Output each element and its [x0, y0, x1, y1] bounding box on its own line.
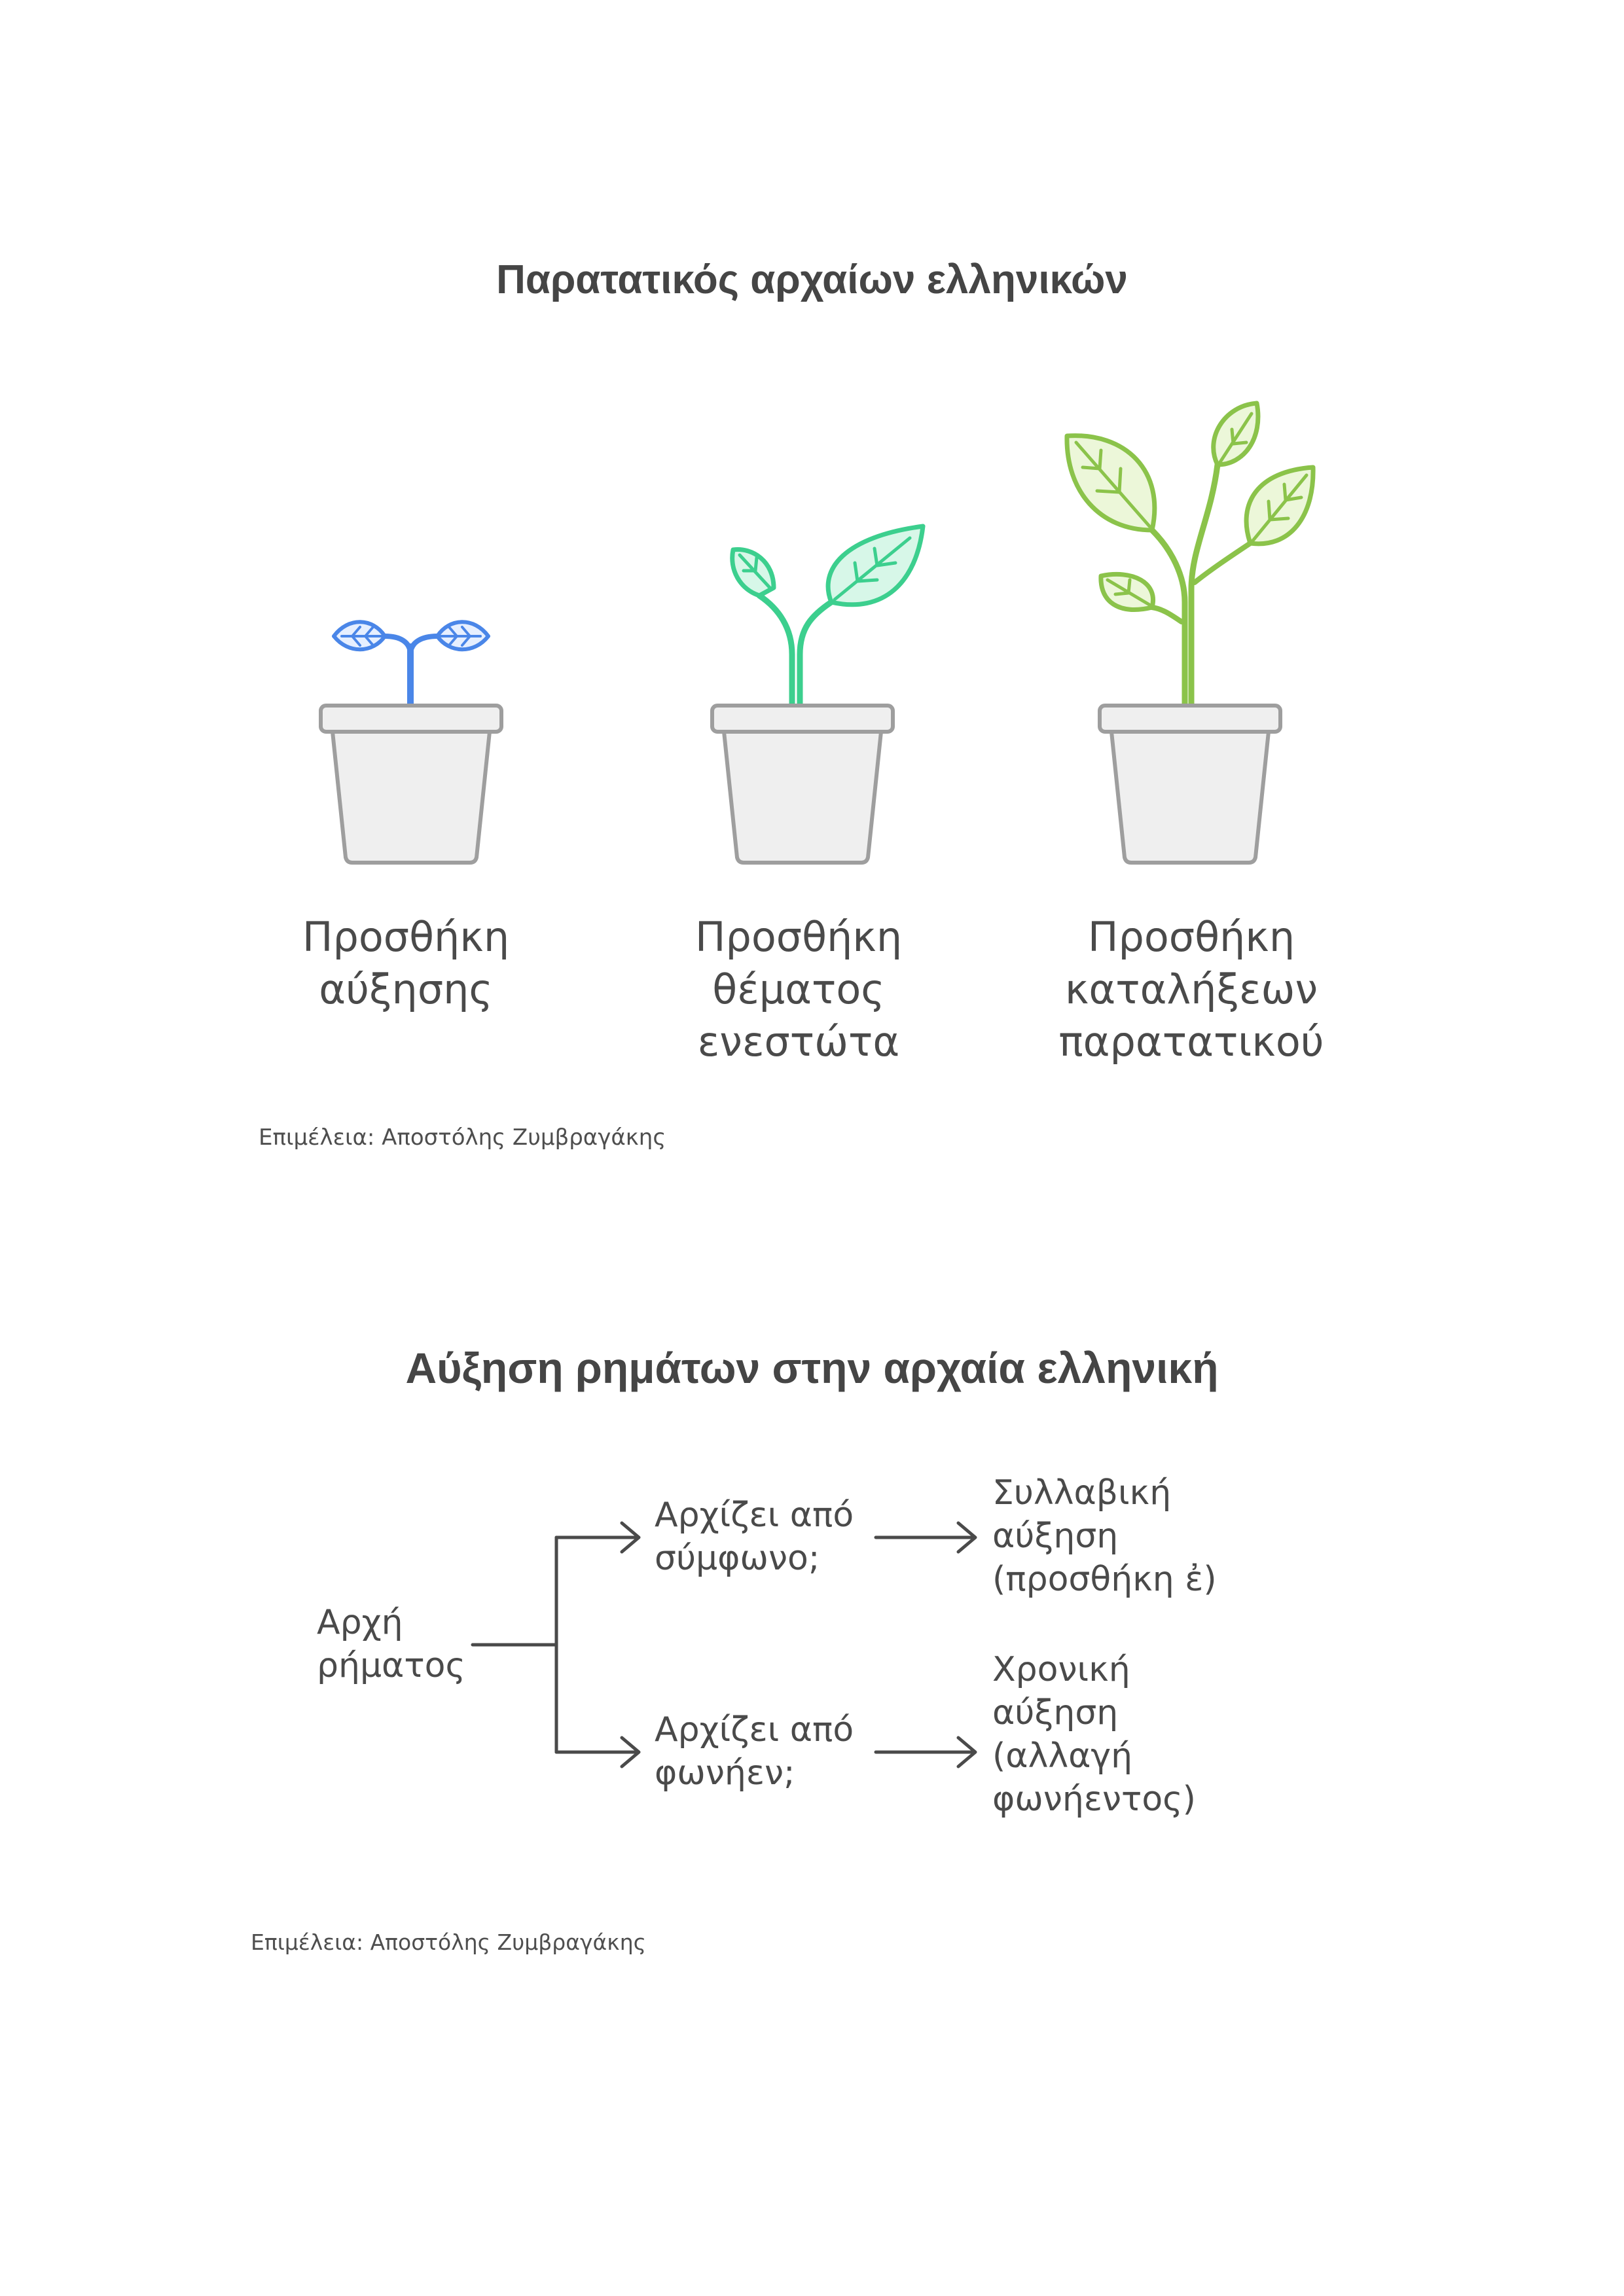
question2-line2: φωνήεν; [655, 1753, 795, 1793]
root-line1: Αρχή [317, 1603, 403, 1642]
result-temporal-node: Χρονική αύξηση (αλλαγή φωνήεντος) [992, 1648, 1196, 1821]
step1-line2: αύξησης [319, 965, 493, 1013]
section2-title: Αύξηση ρημάτων στην αρχαία ελληνική [405, 1344, 1219, 1392]
step3-line3: παρατατικού [1058, 1018, 1324, 1066]
step-caption-endings: Προσθήκη καταλήξεων παρατατικού [1034, 911, 1348, 1068]
question-consonant-node: Αρχίζει από σύμφωνο; [655, 1494, 854, 1580]
result1-line1: Συλλαβική [992, 1473, 1172, 1513]
step2-line2: θέματος [712, 965, 885, 1013]
sprout-pot-icon [710, 524, 926, 865]
branch-arrow-consonant [554, 1521, 641, 1554]
root-node: Αρχή ρήματος [317, 1601, 465, 1687]
step2-line3: ενεστώτα [697, 1018, 900, 1066]
step2-line1: Προσθήκη [695, 913, 903, 961]
question1-line2: σύμφωνο; [655, 1539, 820, 1578]
result-syllabic-node: Συλλαβική αύξηση (προσθήκη ἐ) [992, 1471, 1217, 1601]
result2-line1: Χρονική [992, 1650, 1130, 1689]
step3-line2: καταλήξεων [1064, 965, 1318, 1013]
root-line2: ρήματος [317, 1646, 465, 1685]
result2-line3: (αλλαγή [992, 1736, 1133, 1776]
seedling-pot-icon [319, 620, 503, 865]
result-arrow-syllabic [874, 1521, 977, 1554]
section1-credit: Επιμέλεια: Αποστόλης Ζυμβραγάκης [259, 1124, 666, 1151]
result1-line2: αύξηση [992, 1516, 1119, 1556]
section1-title: Παρατατικός αρχαίων ελληνικών [496, 257, 1128, 302]
step3-line1: Προσθήκη [1087, 913, 1295, 961]
result2-line2: αύξηση [992, 1693, 1119, 1732]
question1-line1: Αρχίζει από [655, 1496, 854, 1535]
question-vowel-node: Αρχίζει από φωνήεν; [655, 1708, 854, 1795]
step-caption-augment: Προσθήκη αύξησης [275, 911, 537, 1016]
result-arrow-temporal [874, 1736, 977, 1768]
branch-arrow-vowel [554, 1736, 641, 1768]
section2-credit: Επιμέλεια: Αποστόλης Ζυμβραγάκης [251, 1929, 646, 1955]
step-caption-stem: Προσθήκη θέματος ενεστώτα [661, 911, 936, 1068]
result1-line3: (προσθήκη ἐ) [992, 1560, 1217, 1599]
step1-line1: Προσθήκη [302, 913, 510, 961]
grown-plant-pot-icon [1064, 401, 1316, 865]
question2-line1: Αρχίζει από [655, 1710, 854, 1749]
result2-line4: φωνήεντος) [992, 1780, 1196, 1819]
